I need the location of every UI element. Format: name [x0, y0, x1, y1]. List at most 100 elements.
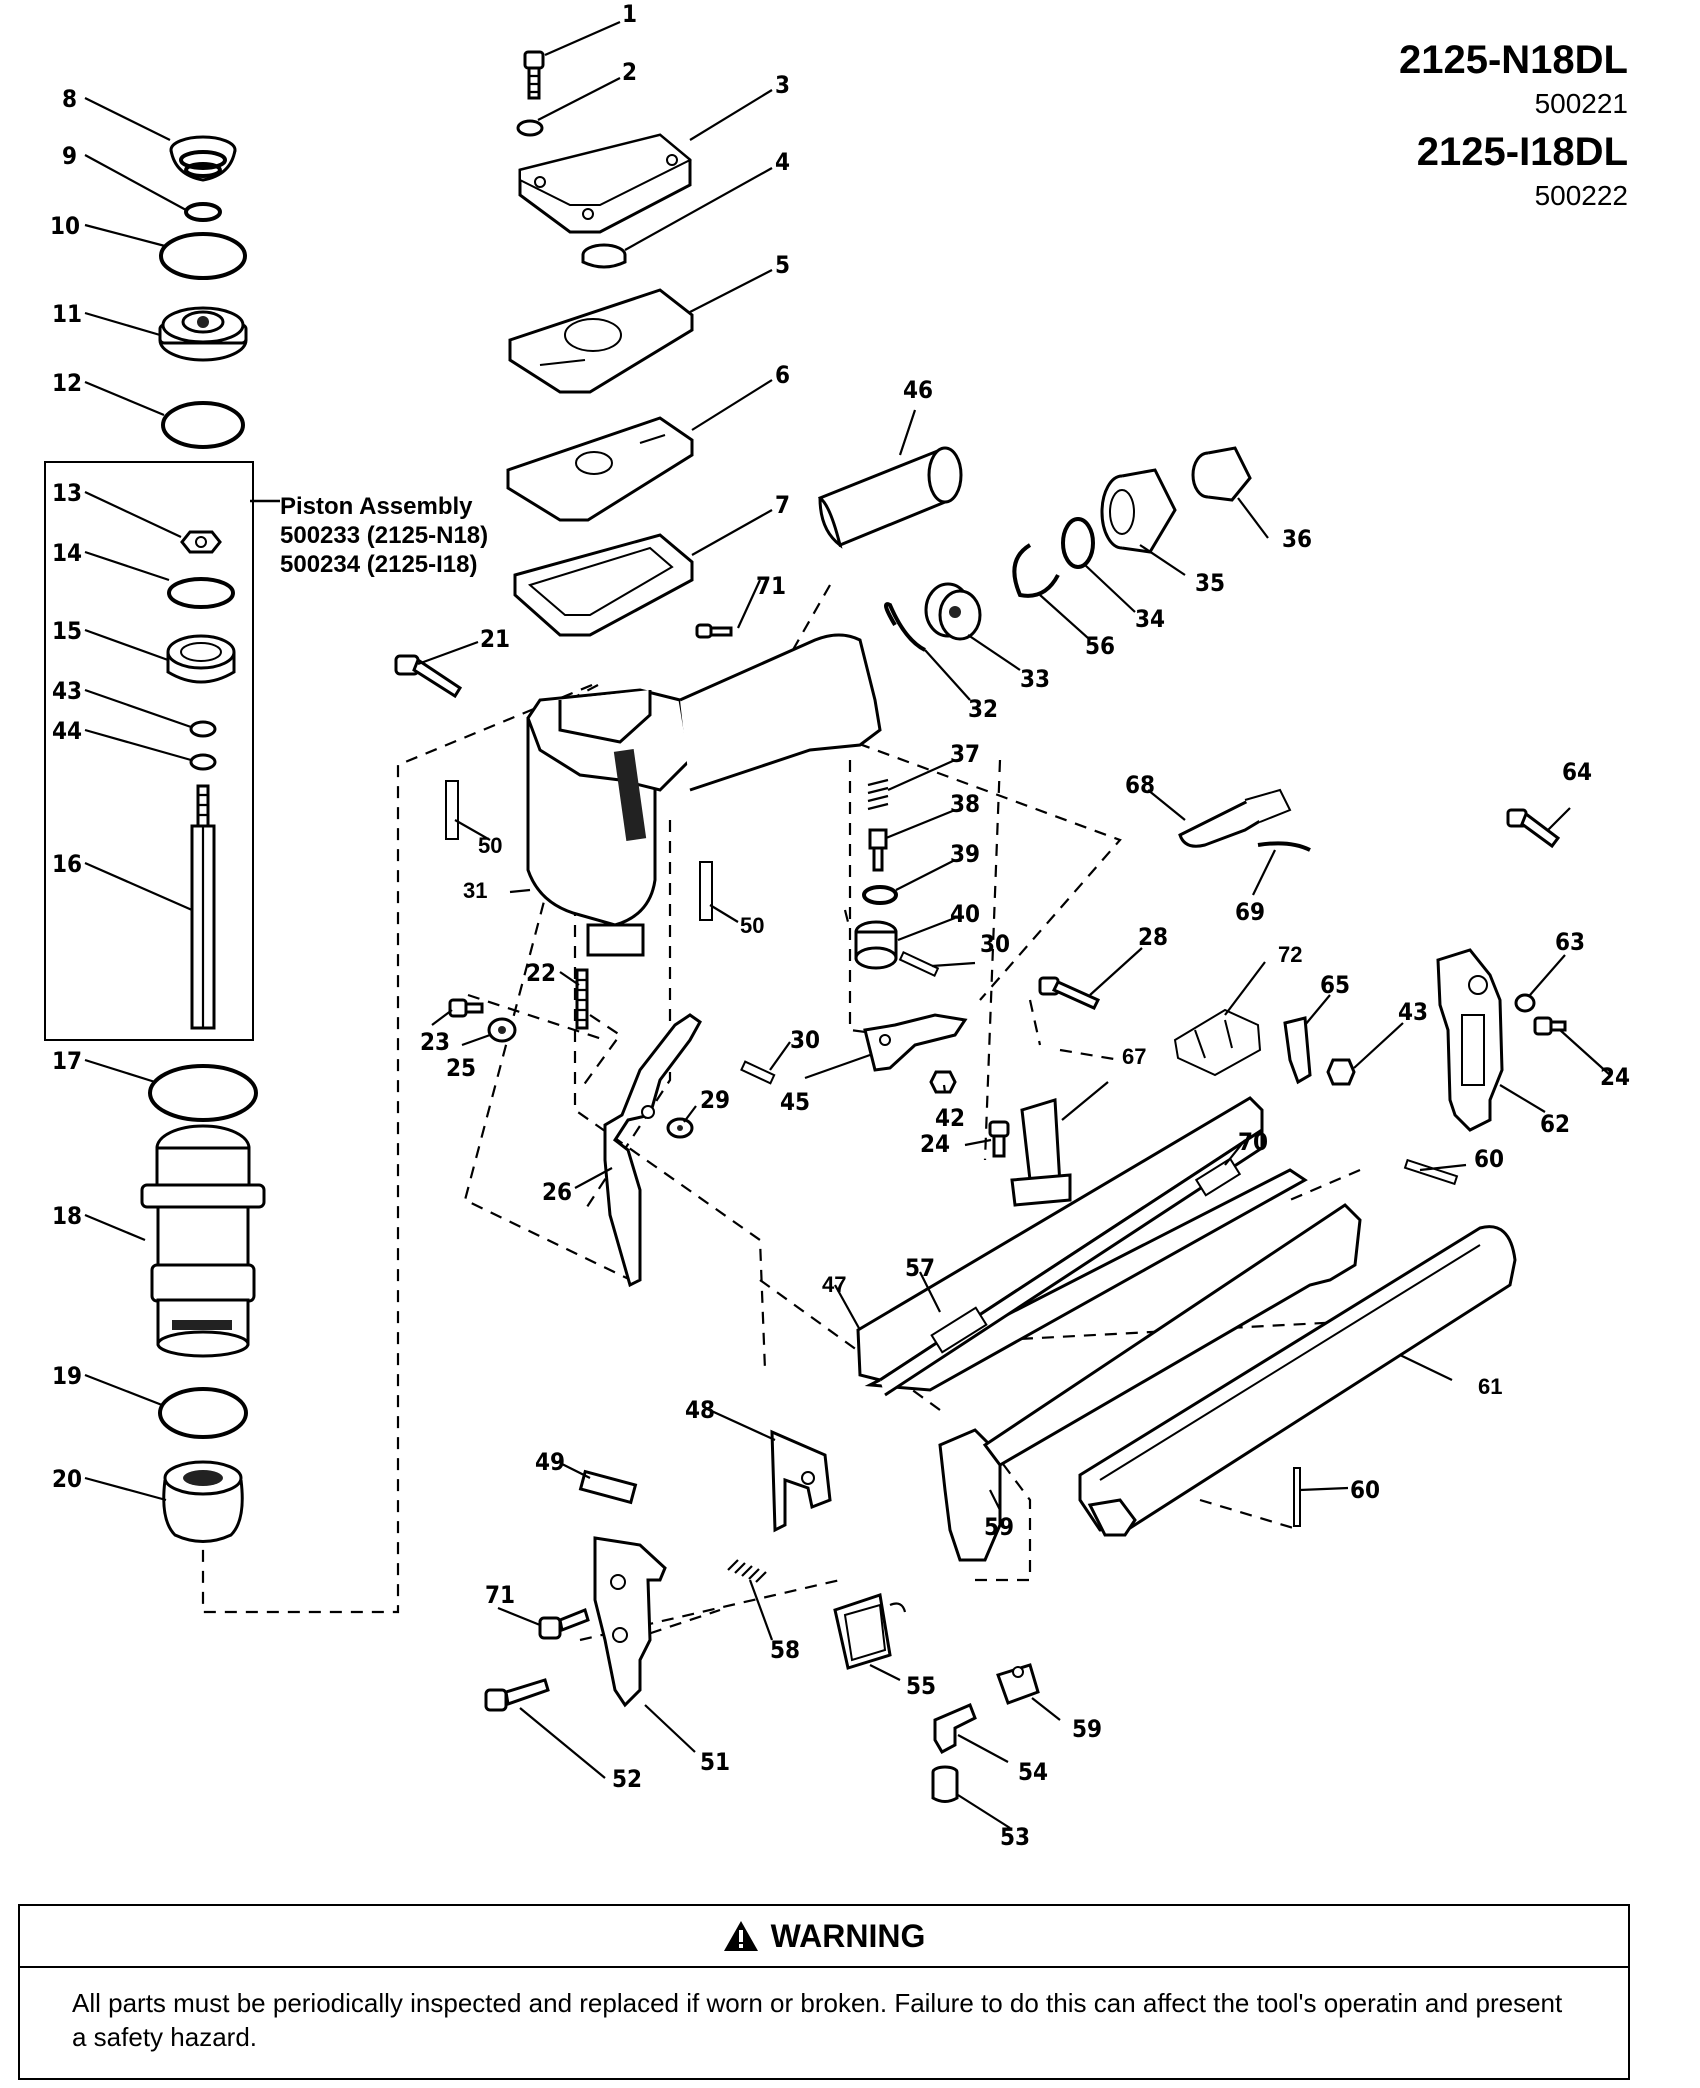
part-47-guide — [770, 1429, 832, 1533]
callout-28: 28 — [1138, 923, 1168, 951]
part-52-spring-clip — [1012, 543, 1060, 598]
callout-39: 39 — [950, 840, 980, 868]
callout-40: 40 — [950, 900, 980, 928]
part-30-pin — [740, 1060, 776, 1085]
part-56-nose-piece — [938, 1203, 1362, 1562]
part-71-screw — [538, 1607, 590, 1640]
callout-37: 37 — [950, 740, 980, 768]
callout-48: 49 — [535, 1448, 565, 1476]
part-19-o-ring — [158, 1387, 248, 1439]
part-65-latch — [1283, 1016, 1312, 1085]
callout-62: 62 — [1540, 1110, 1570, 1138]
callout-5: 5 — [775, 251, 790, 279]
part-37-spring — [867, 778, 889, 811]
callout-13: 13 — [52, 479, 82, 507]
callout-31: 31 — [463, 878, 487, 903]
callout-30: 30 — [790, 1026, 820, 1054]
callout-41: 43 — [52, 677, 82, 705]
callout-36: 36 — [1282, 525, 1312, 553]
part-51-driver-guide — [593, 1536, 667, 1708]
part-38-valve-stem — [868, 828, 888, 872]
part-24-screw — [1533, 1016, 1567, 1036]
part-62-nose-plate — [1436, 948, 1504, 1132]
part-3-cylinder-cap — [518, 133, 692, 234]
callout-11: 11 — [52, 300, 82, 328]
part-14-o-ring — [167, 577, 235, 609]
callout-32: 32 — [968, 695, 998, 723]
part-30-pin — [898, 951, 940, 977]
callout-60: 60 — [1474, 1145, 1504, 1173]
part-60-pin — [1293, 1467, 1301, 1527]
leader-lines — [84, 20, 1611, 1829]
part-34-o-ring — [1061, 517, 1095, 569]
callout-4: 4 — [775, 148, 790, 176]
warning-title: WARNING — [770, 1917, 926, 1954]
callout-24: 24 — [1600, 1063, 1630, 1091]
callout-8: 8 — [62, 85, 77, 113]
callout-34: 34 — [1135, 605, 1165, 633]
callout-49: 52 — [612, 1765, 642, 1793]
callout-30: 30 — [980, 930, 1010, 958]
callout-50: 50 — [478, 833, 502, 858]
callout-3: 3 — [775, 71, 790, 99]
part-64-screw — [1506, 808, 1561, 849]
part-44-trigger — [863, 1013, 968, 1072]
part-31-housing — [526, 633, 882, 957]
part-4-filter — [581, 243, 627, 269]
piston-assembly-connector — [250, 499, 280, 503]
callout-12: 12 — [52, 369, 82, 397]
part-6-plate — [506, 416, 694, 522]
callout-43: 42 — [935, 1104, 965, 1132]
callout-2: 2 — [622, 58, 637, 86]
part-36-fitting — [1191, 446, 1252, 502]
callout-71: 71 — [756, 572, 786, 600]
part-49-screw — [484, 1678, 550, 1712]
model-header-2: 2125-I18DL 500222 — [1417, 130, 1628, 212]
warning-header: WARNING — [20, 1906, 1628, 1968]
part-68-bracket — [1178, 788, 1292, 848]
callout-numbers: 1 2 3 4 5 6 7 8 9 10 11 12 13 14 15 43 4… — [50, 0, 1630, 1851]
callout-10: 10 — [50, 212, 80, 240]
callout-54: 58 — [770, 1636, 800, 1664]
part-15-piston — [166, 634, 236, 684]
callout-47: 48 — [685, 1396, 715, 1424]
part-71-screw — [695, 623, 733, 639]
model-header-1: 2125-N18DL 500221 — [1399, 38, 1628, 120]
part-2-washer — [516, 119, 544, 137]
part-5-gasket — [508, 288, 694, 394]
piston-assembly-title: Piston Assembly — [280, 493, 473, 520]
part-33-valve — [924, 582, 982, 641]
callout-38: 38 — [950, 790, 980, 818]
piston-assembly-label: Piston Assembly 500233 (2125-N18) 500234… — [280, 492, 488, 579]
callout-19: 19 — [52, 1362, 82, 1390]
part-57-bushing — [931, 1765, 959, 1803]
part-22-stud — [575, 968, 589, 1030]
callout-35: 35 — [1195, 569, 1225, 597]
part-43-nut — [929, 1070, 957, 1094]
part-18-cylinder — [140, 1124, 266, 1358]
part-69-spring — [1257, 841, 1311, 852]
callout-25: 25 — [446, 1054, 476, 1082]
part-12-o-ring — [161, 401, 245, 449]
callout-53: 57 — [905, 1254, 935, 1282]
callout-18: 18 — [52, 1202, 82, 1230]
part-58-latch — [933, 1703, 977, 1755]
model-name: 2125-I18DL — [1416, 130, 1628, 174]
callout-42: 44 — [52, 717, 82, 745]
part-29-washer — [666, 1117, 694, 1139]
part-21-pin — [394, 654, 463, 699]
part-54-spring — [727, 1559, 767, 1583]
warning-text: All parts must be periodically inspected… — [72, 1988, 1563, 2052]
callout-29: 29 — [700, 1086, 730, 1114]
part-41-washer — [189, 720, 217, 738]
part-8-top-cap — [169, 135, 237, 182]
callout-43: 43 — [1398, 998, 1428, 1026]
exploded-parts-diagram: 1 2 3 4 5 6 7 8 9 10 11 12 13 14 15 43 4… — [50, 0, 1630, 1851]
callout-69: 69 — [1235, 898, 1265, 926]
callout-71: 71 — [485, 1581, 515, 1609]
part-11-valve — [158, 306, 248, 362]
part-50-label — [699, 861, 713, 921]
part-50-label — [445, 780, 459, 840]
warning-triangle-icon — [723, 1921, 758, 1951]
part-48-label — [578, 1469, 638, 1505]
